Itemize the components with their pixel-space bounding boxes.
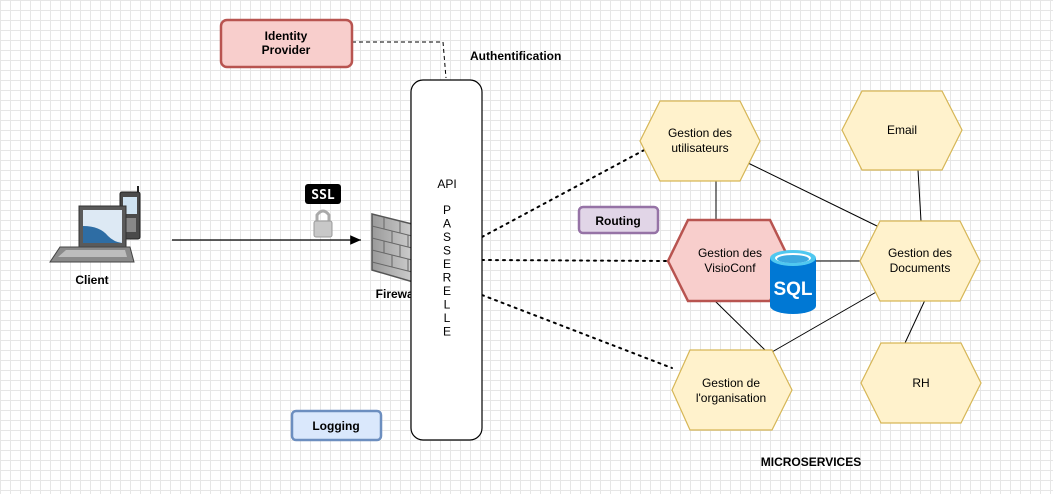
service-users-hexagon[interactable]: Gestion des utilisateurs <box>639 100 761 182</box>
logging-box[interactable]: Logging <box>290 409 383 442</box>
client-label: Client <box>75 273 108 287</box>
sql-text: SQL <box>773 279 812 300</box>
ssl-text: SSL <box>311 188 335 203</box>
gateway-to-visioconf-link <box>481 259 669 262</box>
gateway-api-label: API <box>437 177 456 191</box>
service-visioconf-hexagon[interactable]: Gestion des VisioConf <box>666 218 792 303</box>
email-to-documents-link <box>917 169 922 222</box>
gateway-letter: S <box>443 230 451 244</box>
microservices-label: MICROSERVICES <box>761 455 861 469</box>
identity-provider-box[interactable]: Identity Provider <box>219 18 354 69</box>
service-visioconf-line2: VisioConf <box>704 261 756 275</box>
gateway-letter: S <box>443 244 451 258</box>
service-email-hexagon[interactable]: Email <box>841 90 963 171</box>
service-documents-line2: Documents <box>890 261 951 275</box>
routing-box[interactable]: Routing <box>577 205 660 235</box>
gateway-letter: E <box>443 284 451 298</box>
service-users-line1: Gestion des <box>668 126 732 140</box>
auth-dashed-link <box>352 41 447 79</box>
gateway-letter: L <box>444 298 451 312</box>
firewall-label: Firewall <box>376 287 421 301</box>
users-to-documents-link <box>747 162 880 228</box>
gateway-letter: L <box>444 311 451 325</box>
ssl-badge: SSL <box>305 184 341 204</box>
documents-to-organisation-link <box>771 290 879 353</box>
service-email-label: Email <box>887 123 917 137</box>
gateway-letter: R <box>443 271 452 285</box>
service-organisation-line1: Gestion de <box>702 376 760 390</box>
routing-label: Routing <box>595 214 640 228</box>
service-documents-hexagon[interactable]: Gestion des Documents <box>859 220 981 302</box>
sql-database-icon: SQL <box>770 250 816 314</box>
authentification-label: Authentification <box>470 49 561 63</box>
gateway-letter: A <box>443 217 451 231</box>
identity-provider-line1: Identity <box>265 29 308 43</box>
gateway-letter: E <box>443 257 451 271</box>
client-icon <box>49 186 141 263</box>
gateway-to-users-link <box>481 147 649 238</box>
identity-provider-line2: Provider <box>262 43 311 57</box>
lock-icon <box>313 209 333 238</box>
gateway-to-organisation-link <box>481 294 673 369</box>
gateway-letter: P <box>443 203 451 217</box>
logging-label: Logging <box>312 419 359 433</box>
firewall-icon <box>371 213 421 285</box>
visioconf-to-organisation-link <box>714 300 766 351</box>
service-visioconf-line1: Gestion des <box>698 246 762 260</box>
connectors <box>172 41 926 369</box>
service-organisation-line2: l'organisation <box>696 391 766 405</box>
documents-to-rh-link <box>904 299 926 344</box>
service-users-line2: utilisateurs <box>671 141 728 155</box>
service-organisation-hexagon[interactable]: Gestion de l'organisation <box>671 349 793 431</box>
service-documents-line1: Gestion des <box>888 246 952 260</box>
service-rh-hexagon[interactable]: RH <box>860 342 982 424</box>
service-rh-label: RH <box>912 376 929 390</box>
gateway-letter: E <box>443 325 451 339</box>
